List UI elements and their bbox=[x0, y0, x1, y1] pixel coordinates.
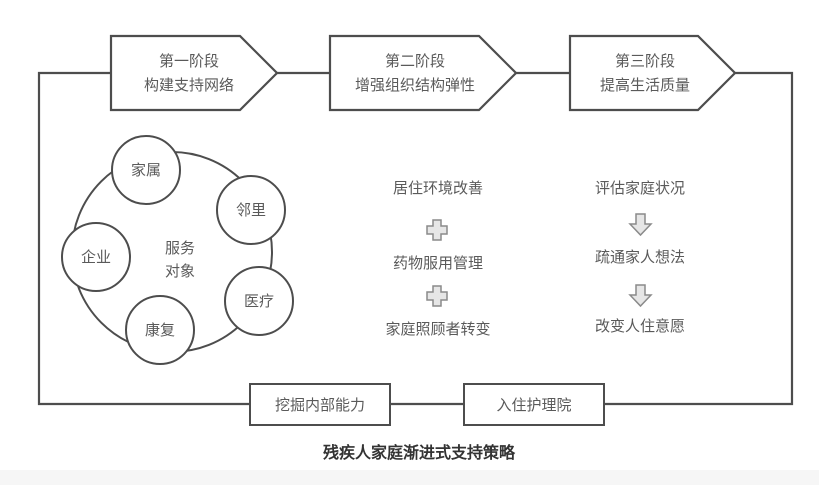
bottom-box-nursing-home: 入住护理院 bbox=[463, 383, 605, 426]
middle-item: 居住环境改善 bbox=[393, 179, 483, 197]
node-label: 邻里 bbox=[236, 201, 266, 219]
stage-3-shape bbox=[568, 34, 737, 112]
network-node: 康复 bbox=[125, 295, 195, 365]
node-circle bbox=[224, 266, 294, 336]
node-label: 家属 bbox=[131, 161, 161, 179]
bottom-box-label: 挖掘内部能力 bbox=[275, 396, 365, 414]
bottom-box-internal-capacity: 挖掘内部能力 bbox=[249, 383, 391, 426]
stage-3: 第三阶段 提高生活质量 bbox=[568, 34, 737, 112]
right-column: 评估家庭状况 疏通家人想法 改变人住意愿 bbox=[595, 179, 685, 335]
stage-1: 第一阶段 构建支持网络 bbox=[109, 34, 279, 112]
network-node: 邻里 bbox=[216, 175, 286, 245]
plus-icon bbox=[426, 285, 448, 307]
network-node: 企业 bbox=[61, 222, 131, 292]
node-circle bbox=[61, 222, 131, 292]
node-label: 康复 bbox=[145, 321, 175, 339]
arrow-down-icon bbox=[628, 284, 653, 308]
right-loop-line bbox=[604, 71, 794, 406]
stage-3-subtitle: 提高生活质量 bbox=[600, 76, 690, 94]
service-network: 服务 对象 家属 邻里 医疗 康复 企业 bbox=[61, 135, 294, 365]
node-circle bbox=[125, 295, 195, 365]
middle-item: 药物服用管理 bbox=[393, 254, 483, 272]
network-node: 家属 bbox=[111, 135, 181, 205]
node-label: 企业 bbox=[81, 248, 111, 266]
stage-3-title: 第三阶段 bbox=[615, 52, 675, 70]
network-center-line1: 服务 bbox=[165, 239, 195, 257]
middle-item: 家庭照顾者转变 bbox=[385, 320, 490, 338]
stage-2-shape bbox=[328, 34, 518, 112]
network-node: 医疗 bbox=[224, 266, 294, 336]
stage-2-subtitle: 增强组织结构弹性 bbox=[355, 76, 475, 94]
diagram-caption: 残疾人家庭渐进式支持策略 bbox=[323, 443, 516, 462]
bottom-box-shape bbox=[249, 383, 391, 426]
bottom-box-label: 入住护理院 bbox=[496, 396, 571, 414]
stage-1-shape bbox=[109, 34, 279, 112]
node-circle bbox=[111, 135, 181, 205]
right-item: 评估家庭状况 bbox=[595, 179, 685, 197]
right-item: 疏通家人想法 bbox=[595, 248, 685, 266]
bottom-box-shape bbox=[463, 383, 605, 426]
node-circle bbox=[216, 175, 286, 245]
bottom-strip bbox=[0, 470, 819, 485]
node-label: 医疗 bbox=[244, 292, 274, 310]
stage-1-subtitle: 构建支持网络 bbox=[144, 76, 234, 94]
stage-2-title: 第二阶段 bbox=[385, 52, 445, 70]
left-loop-line bbox=[37, 71, 250, 406]
plus-icon bbox=[426, 219, 448, 241]
arrow-down-icon bbox=[628, 213, 653, 237]
stage-2: 第二阶段 增强组织结构弹性 bbox=[328, 34, 518, 112]
network-center-line2: 对象 bbox=[165, 262, 195, 280]
stage-1-title: 第一阶段 bbox=[159, 52, 219, 70]
right-item: 改变人住意愿 bbox=[595, 317, 685, 335]
outer-loop bbox=[37, 71, 794, 406]
middle-column: 居住环境改善 药物服用管理 家庭照顾者转变 bbox=[385, 179, 490, 338]
